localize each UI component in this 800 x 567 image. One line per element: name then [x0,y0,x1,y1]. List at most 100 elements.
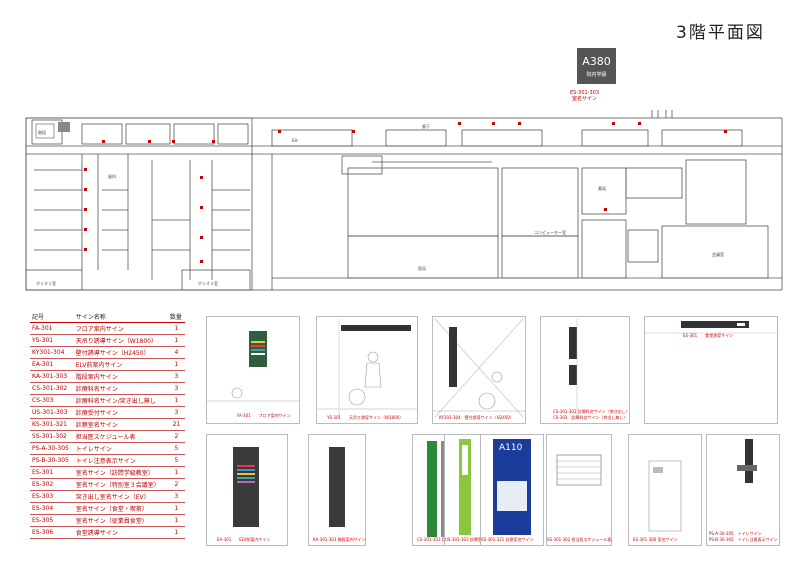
cell-qty: 1 [167,514,185,527]
plan-label-computer: コンピューター室 [534,229,566,235]
cell-name: 診療科名サイン [73,382,168,395]
header-name: サイン名称 [73,311,168,323]
cell-name: 診察室名サイン [73,418,168,431]
cell-qty: 2 [167,478,185,491]
caption-fa: FA-301 フロア案内サイン [237,413,291,418]
toilet-sign-drawing [737,439,757,483]
caption-ka: KA-301-303 階段案内サイン [313,537,366,542]
cell-code: YS-301 [30,334,74,347]
dept-sign-drawing [569,319,578,417]
ceiling-sign-drawing [317,319,417,417]
header-code: 記号 [30,311,74,323]
plan-label-meeting: 会議室 [712,251,724,257]
cell-code: ES-305 [30,514,74,527]
cell-name: 診療科名サイン/突き出し無し [73,394,168,407]
cell-name: 壁付誘導サイン（H2450） [73,346,168,359]
cell-qty: 3 [167,490,185,503]
cell-code: KA-301-303 [30,370,74,383]
page-title: 3階平面図 [676,23,765,43]
floor-guide-drawing [207,331,299,402]
caption-us: US-301-303 診療受付サイン [445,537,498,542]
cell-name: 室名サイン（従業員食堂） [73,514,168,527]
plan-label-stairs: 階段 [38,129,46,135]
cell-name: 担当医スケジュール表 [73,430,168,443]
cell-qty: 1 [167,334,185,347]
cell-code: ES-303 [30,490,74,503]
caption-es2: ES-301-306 室名サイン [633,537,678,542]
caption-es: ES-301 食堂誘導サイン [683,333,734,338]
exam-room-drawing [493,439,531,535]
cell-code: SS-301-302 [30,430,74,443]
elevation-reception-sign: US-301-303 診療受付サイン [444,434,498,546]
room-number-sign: A380 院内学級 [577,48,616,84]
plan-label-lounge: 医局 [418,266,426,271]
floor-plan: ポリオ１室 ポリオ２室 医局 会議室 廊下 薬局 コンピューター室 階段 EH … [25,110,783,291]
cell-code: ES-304 [30,502,74,515]
cell-code: KY301-304 [30,346,74,359]
cell-code: CS-303 [30,394,74,407]
caption-ss: SS-301-302 担当医スケジュール表 [547,537,612,542]
cell-qty: 1 [167,358,185,371]
elevation-wall-sign: KY301-304 壁付誘導サイン（H2450） [432,316,526,424]
plan-label-eh: EH [292,138,298,143]
cell-code: US-301-303 [30,406,74,419]
cell-name: フロア案内サイン [73,322,168,335]
plan-label-pharmacy: 薬局 [598,185,606,191]
wall-sign-drawing [433,318,525,418]
elv-guide-drawing [233,447,259,527]
cell-qty: 5 [167,442,185,455]
room-name-drawing [648,460,682,532]
cell-qty: 3 [167,406,185,419]
elevation-toilet-sign: PS-A-30-305 トイレサイン PS-B-30-305 トイレ注意表示サイ… [706,434,780,546]
cell-name: 天吊り誘導サイン（W1800） [73,334,168,347]
elevation-room-name: ES-301-306 室名サイン [628,434,702,546]
cell-code: PS-A-30-305 [30,442,74,455]
cell-qty: 1 [167,394,185,407]
cell-code: FA-301 [30,322,74,335]
elevation-exam-room-sign: A110 KS-301-321 診察室名サイン [480,434,544,546]
caption-ky: KY301-304 壁付誘導サイン（H2450） [439,415,514,420]
room-number: A380 [582,55,611,68]
cell-name: ELV前案内サイン [73,358,168,371]
elevation-elv-guide: EA-301 ELV前案内サイン [206,434,288,546]
room-badge-caption: ES-301-303 室名サイン [570,90,600,102]
caption-ks: KS-301-321 診察室名サイン [481,537,534,542]
stair-guide-drawing [329,447,345,527]
elevation-schedule-board: SS-301-302 担当医スケジュール表 [546,434,612,546]
cell-code: CS-301-302 [30,382,74,395]
cell-qty: 3 [167,370,185,383]
cell-qty: 21 [167,418,185,431]
cell-code: PS-B-30-305 [30,454,74,467]
cell-name: 食堂誘導サイン [73,526,168,539]
plan-label-hall-right: ポリオ２室 [198,280,218,286]
elevation-floor-guide: FA-301 フロア案内サイン [206,316,300,424]
elevation-ceiling-sign: YS-301 天吊り誘導サイン（W1800） [316,316,418,424]
plan-label-corridor: 廊下 [422,123,430,129]
cell-qty: 3 [167,382,185,395]
caption-ea: EA-301 ELV前案内サイン [217,537,271,542]
reception-drawing [459,439,471,535]
cell-code: ES-301 [30,466,74,479]
cell-qty: 1 [167,526,185,539]
caption-cs-1: CS-301-302 診療科名サイン（突き出し） [553,409,630,414]
table-header-row: 記号 サイン名称 数量 [30,311,185,323]
caption-cs2: CS-301-303 診療科名サイン [417,537,470,542]
cell-code: KS-301-321 [30,418,74,431]
dining-sign-drawing [645,321,777,334]
